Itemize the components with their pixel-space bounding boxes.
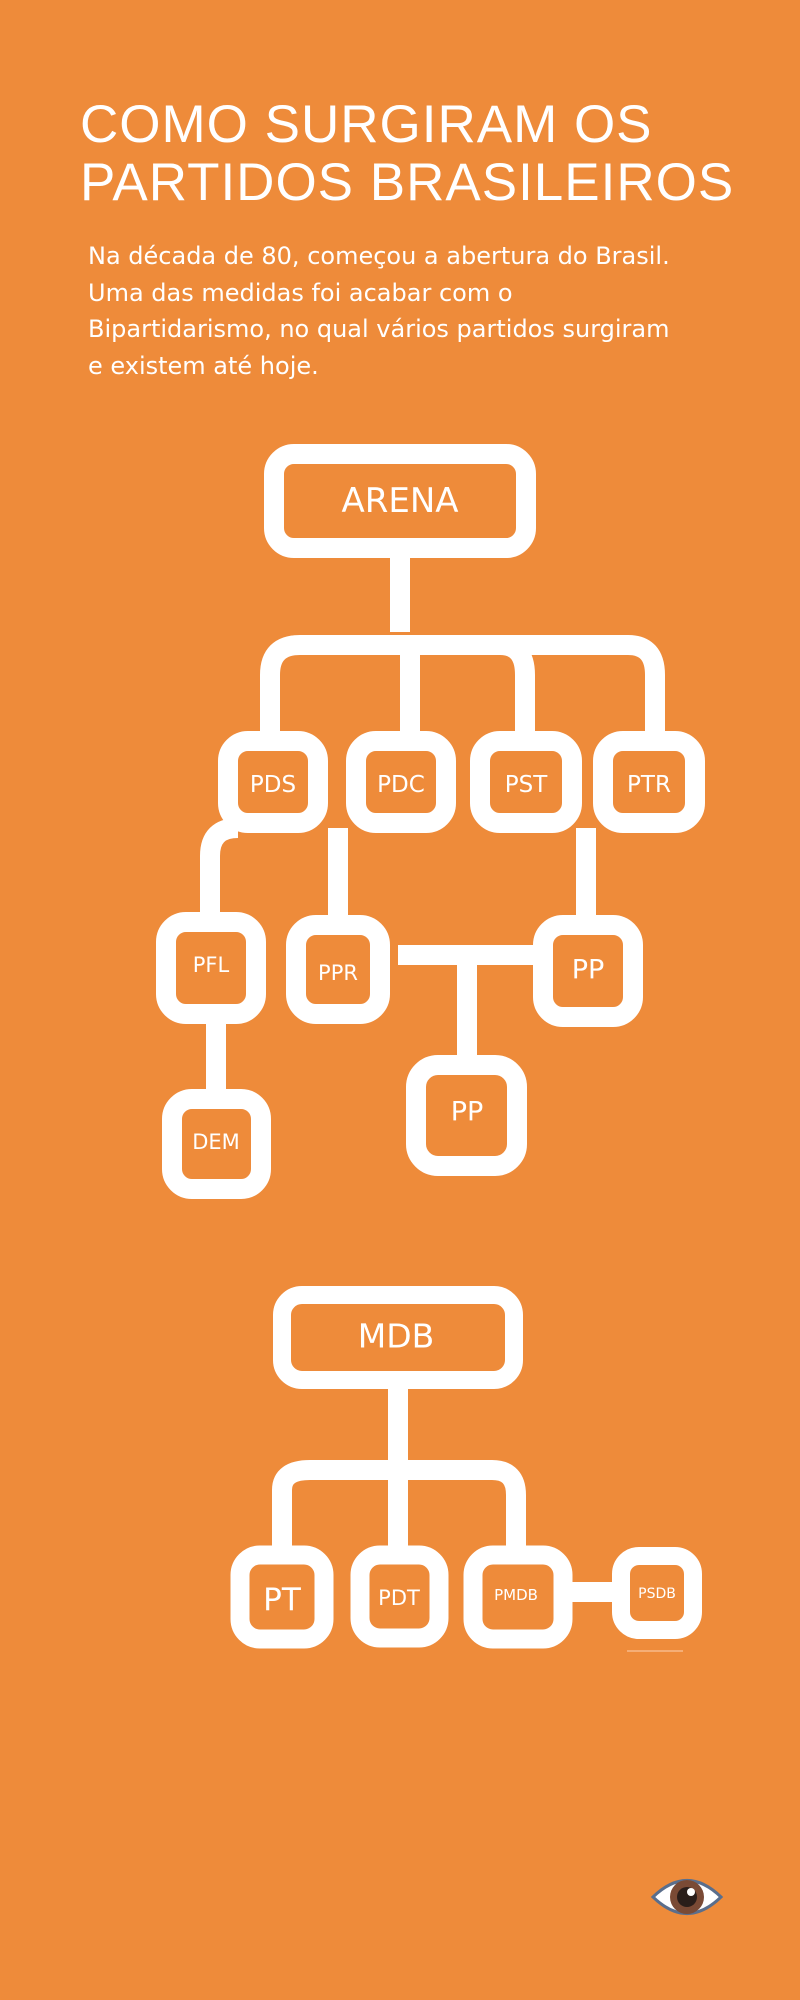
node-pp-right: PP [533, 915, 643, 1027]
arena-connectors [200, 548, 665, 1092]
intro-text: Na década de 80, começou a abertura do B… [88, 238, 778, 384]
node-pfl: PFL [156, 912, 266, 1024]
title-line-2: PARTIDOS BRASILEIROS [80, 153, 735, 212]
node-label-ptr: PTR [627, 772, 671, 798]
node-psdb: PSDB [612, 1547, 702, 1639]
node-label-pds: PDS [250, 772, 296, 798]
node-arena: ARENA [264, 444, 536, 558]
node-pp-lower: PP [406, 1055, 527, 1176]
intro-line-3: Bipartidarismo, no qual vários partidos … [88, 315, 670, 343]
mdb-connectors [272, 1380, 614, 1602]
node-pst: PST [470, 731, 582, 833]
node-pmdb: PMDB [463, 1545, 573, 1649]
node-pt: PT [230, 1545, 334, 1649]
node-label-pt: PT [263, 1582, 302, 1618]
intro-line-2: Uma das medidas foi acabar com o [88, 278, 513, 307]
node-label-arena: ARENA [341, 481, 458, 521]
connector-arena-branch-bar [260, 635, 665, 735]
node-pds: PDS [218, 731, 328, 833]
node-label-pdt: PDT [378, 1586, 420, 1610]
node-label-pdc: PDC [377, 772, 425, 798]
eye-icon [650, 1879, 724, 1915]
intro-line-4: e existem até hoje. [88, 351, 319, 380]
node-ptr: PTR [593, 731, 705, 833]
node-label-pfl: PFL [193, 953, 230, 977]
node-label-pmdb: PMDB [494, 1586, 538, 1604]
connector-pds-pfl [200, 818, 239, 915]
node-label-pst: PST [505, 772, 548, 798]
page-title: COMO SURGIRAM OS PARTIDOS BRASILEIROS [80, 96, 780, 212]
node-label-psdb: PSDB [638, 1586, 676, 1602]
node-label-pp-right: PP [572, 955, 605, 986]
node-dem: DEM [162, 1089, 271, 1199]
node-pdt: PDT [350, 1545, 449, 1648]
node-mdb: MDB [273, 1286, 523, 1389]
intro-line-1: Na década de 80, começou a abertura do B… [88, 242, 670, 270]
node-label-dem: DEM [192, 1130, 240, 1154]
node-label-ppr: PPR [318, 961, 358, 985]
connector-arena-pst [499, 635, 535, 735]
title-line-1: COMO SURGIRAM OS [80, 95, 653, 154]
node-ppr: PPR [286, 915, 390, 1024]
node-label-mdb: MDB [358, 1317, 435, 1356]
node-pdc: PDC [346, 731, 456, 833]
node-label-pp-lower: PP [451, 1097, 484, 1128]
